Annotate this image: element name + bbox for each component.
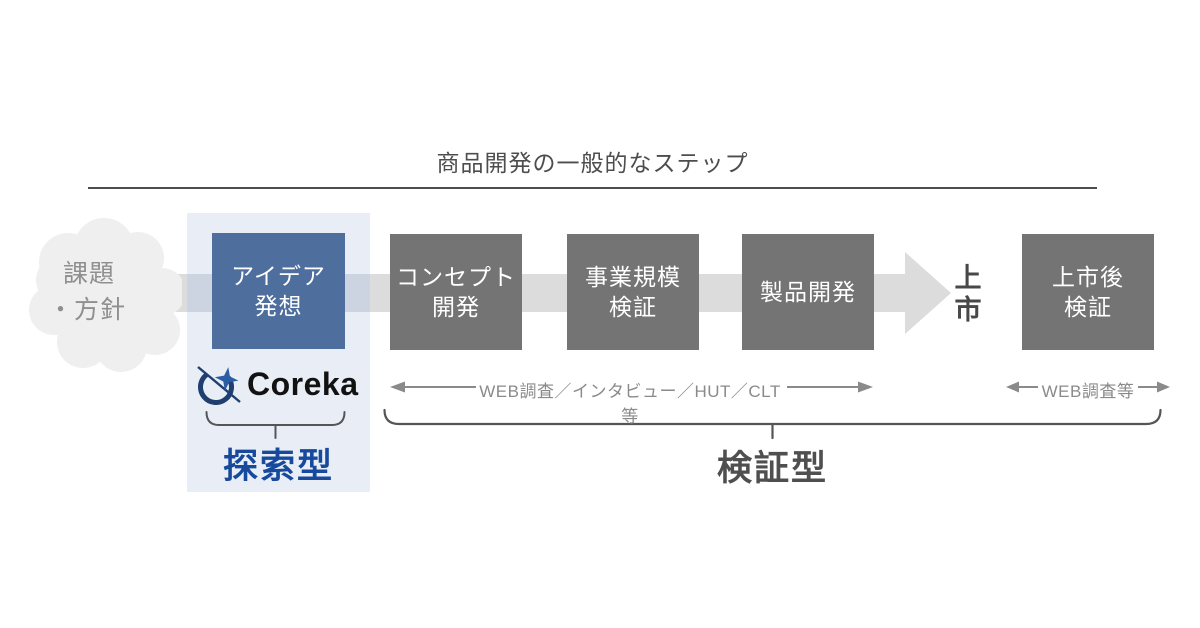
step-label: アイデア [231, 263, 326, 289]
title-underline [88, 187, 1097, 189]
idea-cloud-icon [29, 218, 182, 372]
verification-bracket-icon [383, 408, 1162, 440]
survey-arrow-right-icon [787, 381, 873, 393]
brand-logo-icon [197, 366, 241, 405]
cloud-label-line2: ・方針 [48, 296, 127, 324]
step-label: 事業規模 [585, 264, 681, 290]
exploratory-label: 探索型 [222, 447, 334, 486]
step-label: 発想 [254, 293, 303, 319]
post-survey-label: WEB調査等 [1041, 382, 1135, 401]
survey-arrow-left-icon [390, 381, 476, 393]
exploratory-bracket-icon [205, 411, 346, 439]
step-label: 検証 [1064, 294, 1112, 320]
launch-label: 上 市 [944, 262, 992, 326]
step-box-business-scale: 事業規模 検証 [567, 234, 699, 350]
cloud-label: 課題 ・方針 [48, 256, 126, 328]
verification-label: 検証型 [716, 449, 828, 488]
launch-label-char1: 上 [954, 263, 982, 293]
step-box-product-dev: 製品開発 [742, 234, 874, 350]
step-label: 開発 [432, 294, 480, 320]
step-label: 検証 [609, 294, 657, 320]
brand-name: Coreka [247, 366, 359, 402]
step-label: コンセプト [396, 264, 516, 290]
step-box-concept: コンセプト 開発 [390, 234, 522, 350]
launch-label-char2: 市 [954, 295, 982, 325]
page-title: 商品開発の一般的なステップ [436, 150, 749, 176]
post-survey-arrow-left-icon [1006, 381, 1038, 393]
step-box-post-launch: 上市後 検証 [1022, 234, 1154, 350]
step-label: 製品開発 [760, 279, 856, 305]
survey-main-label: WEB調査／インタビュー／HUT／CLT等 [479, 382, 781, 426]
step-box-idea: アイデア 発想 [212, 233, 345, 349]
flow-arrow-head-icon [905, 252, 951, 334]
post-survey-arrow-right-icon [1138, 381, 1170, 393]
step-label: 上市後 [1052, 264, 1124, 290]
cloud-label-line1: 課題 [63, 260, 116, 288]
